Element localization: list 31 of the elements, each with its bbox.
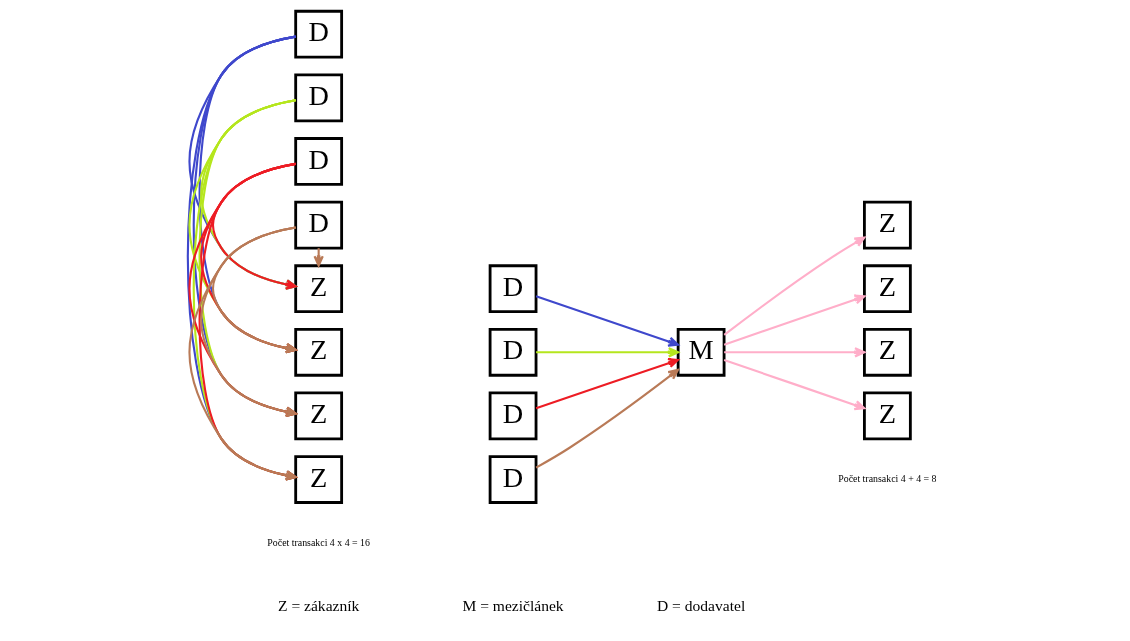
arrow [723, 236, 866, 336]
arrow [723, 294, 866, 346]
node-box: Z [294, 391, 344, 441]
arrow [535, 295, 680, 347]
label: D = dodavatel [657, 596, 746, 614]
node-box: D [488, 327, 538, 377]
node-box: M [676, 327, 726, 377]
node-box: D [488, 264, 538, 314]
node-box: D [294, 9, 344, 59]
arrow [535, 368, 680, 469]
node-box: D [488, 455, 538, 504]
node-box: Z [294, 455, 344, 504]
node-box: Z [863, 200, 912, 250]
node-box: D [294, 73, 344, 123]
label: Počet transakci 4 + 4 = 8 [838, 473, 937, 485]
node-box: D [294, 137, 344, 186]
arrow [723, 359, 866, 411]
arrow [188, 226, 297, 481]
label: M = mezičlánek [462, 596, 564, 614]
label: Počet transakci 4 x 4 = 16 [267, 536, 370, 548]
label: Z = zákazník [278, 596, 360, 614]
node-box: D [488, 391, 538, 441]
arrow [536, 347, 680, 358]
node-box: Z [294, 327, 344, 377]
node-box: Z [863, 391, 912, 441]
node-box: Z [863, 264, 912, 314]
arrow [724, 347, 866, 358]
node-box: Z [294, 264, 344, 314]
node-box: Z [863, 327, 912, 377]
arrow [535, 357, 680, 410]
node-box: D [294, 200, 344, 250]
